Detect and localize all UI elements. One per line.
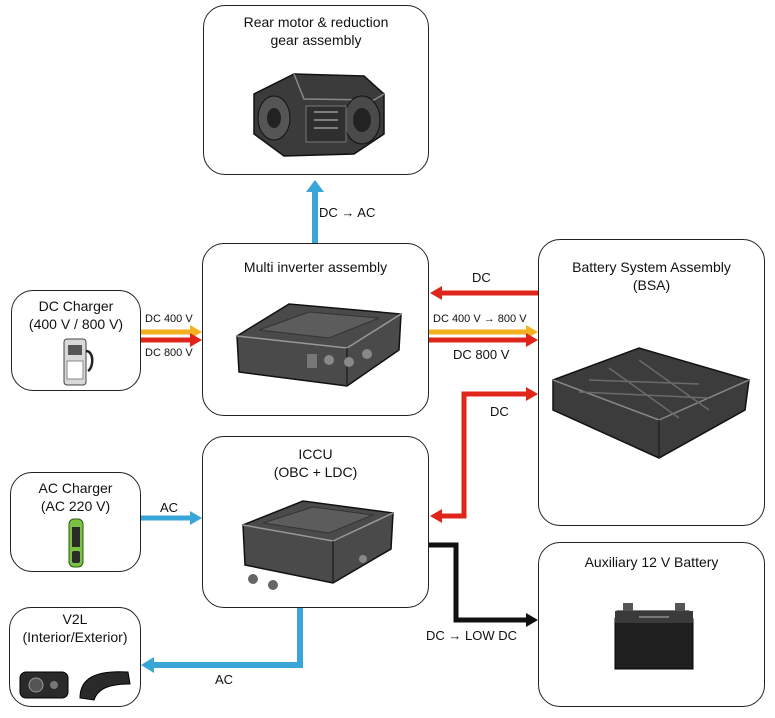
label-bsa-to-inverter: DC [472,270,491,285]
label-inverter-to-motor: DC → AC [319,205,376,220]
iccu-box: ICCU (OBC + LDC) [202,436,429,608]
iccu-illustration [242,500,394,590]
dc-charging-station-icon [63,338,94,386]
multi-inverter-box: Multi inverter assembly [202,243,429,416]
arrow-ac-charger-to-iccu [141,511,202,525]
multi-inverter-title: Multi inverter assembly [243,259,388,275]
iccu-title: ICCU (OBC + LDC) [273,446,358,480]
battery-pack-illustration [552,347,750,459]
arrow-bsa-to-inverter [430,286,538,300]
arrow-inverter-to-bsa-yellow [429,325,538,339]
battery-system-box: Battery System Assembly (BSA) [538,239,765,526]
aux-battery-title: Auxiliary 12 V Battery [584,554,719,570]
arrow-dc-charger-800 [141,333,202,347]
label-inverter-to-bsa-upper: DC 400 V → 800 V [433,313,527,325]
v2l-box: V2L (Interior/Exterior) [9,607,141,707]
dc-charger-title: DC Charger (400 V / 800 V) [28,298,124,332]
12v-battery-illustration [614,603,694,670]
arrow-iccu-to-v2l [141,608,303,673]
ac-charger-box: AC Charger (AC 220 V) [10,472,141,572]
label-inverter-to-bsa-lower: DC 800 V [453,347,510,362]
ac-charger-title: AC Charger (AC 220 V) [38,480,113,514]
battery-system-title: Battery System Assembly (BSA) [572,259,731,293]
ac-charging-plug-icon [68,518,84,568]
dc-charger-box: DC Charger (400 V / 800 V) [11,290,141,391]
arrow-inverter-to-motor [306,180,324,243]
label-iccu-to-v2l: AC [215,672,234,687]
label-dc-charger-800: DC 800 V [145,347,193,359]
arrow-inverter-to-bsa-red [429,333,538,347]
aux-battery-box: Auxiliary 12 V Battery [538,542,765,707]
v2l-adapter-icons [19,671,131,701]
rear-motor-box: Rear motor & reduction gear assembly [203,5,429,175]
label-ac-charger-to-iccu: AC [160,500,179,515]
motor-gear-illustration [253,73,385,157]
arrow-iccu-to-aux [429,542,538,627]
v2l-title: V2L (Interior/Exterior) [22,611,128,645]
arrow-bsa-iccu-dc [430,387,538,523]
inverter-illustration [236,303,402,387]
rear-motor-title: Rear motor & reduction gear assembly [243,14,389,48]
label-dc-charger-400: DC 400 V [145,313,193,325]
label-iccu-to-aux: DC → LOW DC [426,628,517,643]
label-bsa-iccu: DC [490,404,509,419]
